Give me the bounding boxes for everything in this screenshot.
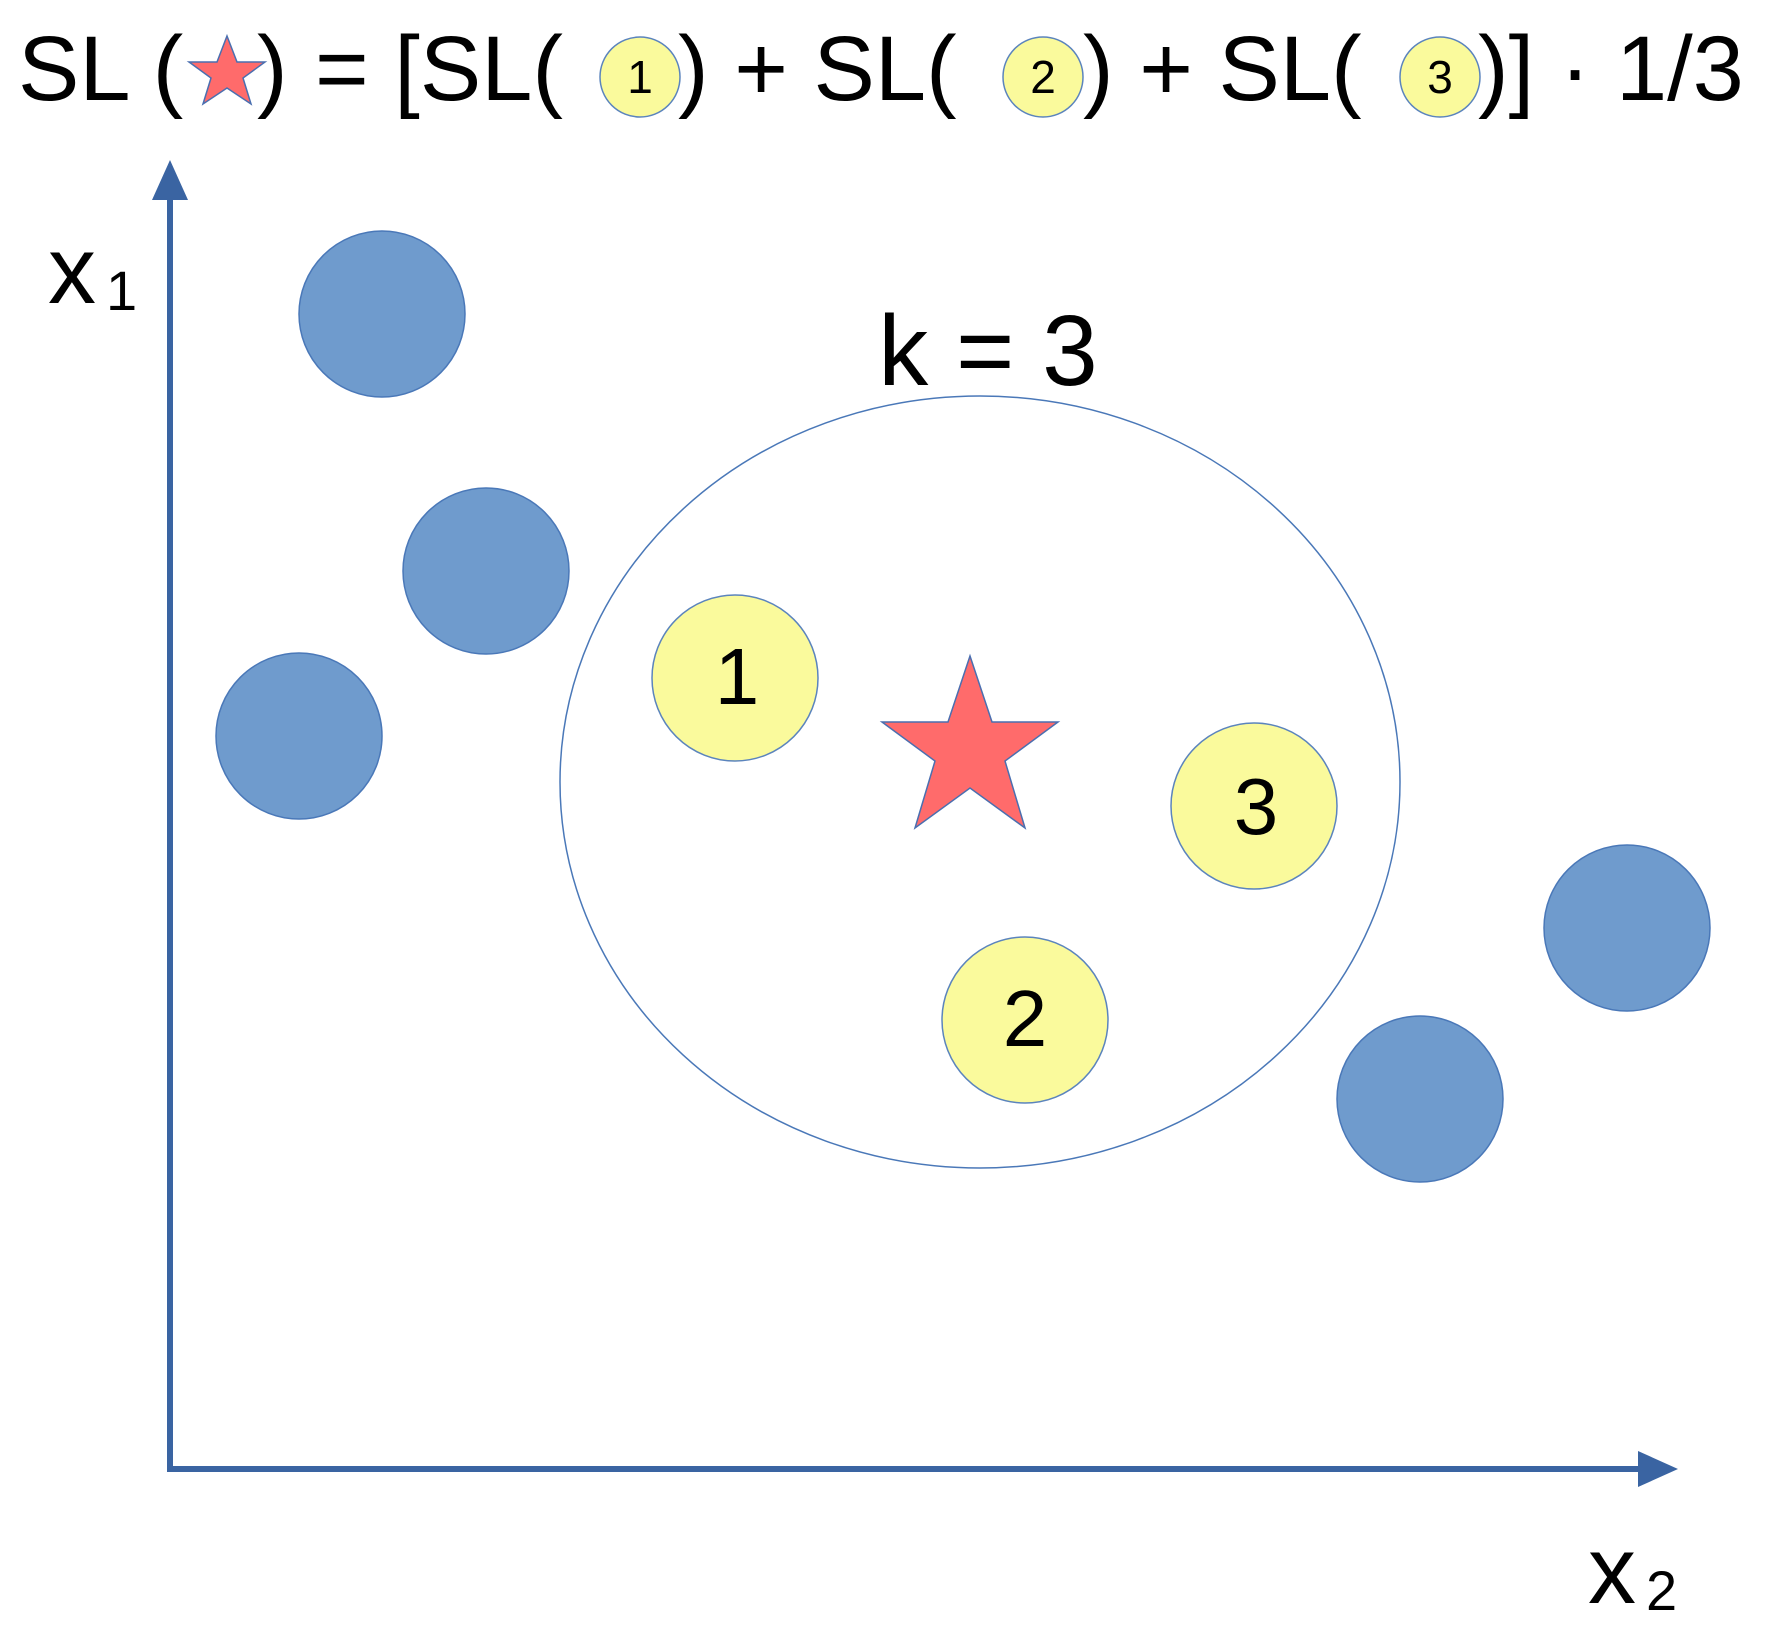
blue-point-circle-icon xyxy=(1336,1015,1504,1183)
neighborhood-ellipse xyxy=(559,395,1401,1169)
neighbor-2: 2 xyxy=(941,936,1109,1104)
neighbor-3: 3 xyxy=(1170,722,1338,890)
formula-neighbor-2-label: 2 xyxy=(1030,51,1056,103)
axes: x 1 x 2 xyxy=(48,160,1678,1624)
formula-neighbor-1-icon xyxy=(599,36,681,118)
x-axis-label-subscript: 2 xyxy=(1646,1559,1677,1622)
formula-lhs-close: ) xyxy=(257,18,288,120)
formula-neighbor-3-label: 3 xyxy=(1427,51,1453,103)
neighbor-1-label: 1 xyxy=(715,632,760,721)
query-point-star-icon xyxy=(879,653,1061,830)
blue-point-circle-icon xyxy=(402,487,570,655)
formula-neighbor-3-icon xyxy=(1399,36,1481,118)
x-axis-label: x xyxy=(1588,1517,1636,1624)
neighbor-3-circle-icon xyxy=(1170,722,1338,890)
y-axis-arrow-icon xyxy=(152,160,188,200)
blue-point-circle-icon xyxy=(1543,844,1711,1012)
neighbor-3-label: 3 xyxy=(1234,762,1279,851)
neighbor-points: 1 2 3 xyxy=(651,594,1338,1104)
neighbor-2-circle-icon xyxy=(941,936,1109,1104)
formula-plus-2: ) + SL( xyxy=(1083,18,1362,120)
blue-point-circle-icon xyxy=(298,230,466,398)
y-axis-label-subscript: 1 xyxy=(106,259,137,322)
neighbor-1: 1 xyxy=(651,594,819,762)
formula-plus-1: ) + SL( xyxy=(678,18,957,120)
other-points xyxy=(215,230,1711,1183)
neighbor-1-circle-icon xyxy=(651,594,819,762)
formula-equals: = [SL( xyxy=(315,18,563,120)
neighbor-2-label: 2 xyxy=(1003,974,1048,1063)
k-label: k = 3 xyxy=(878,295,1098,407)
formula-neighbor-2-icon xyxy=(1002,36,1084,118)
formula-lhs: SL ( xyxy=(18,18,184,120)
blue-point-circle-icon xyxy=(215,652,383,820)
formula-neighbor-1-label: 1 xyxy=(627,51,653,103)
y-axis-label: x xyxy=(48,217,96,324)
formula: SL ( ) = [SL( 1 ) + SL( 2 ) + SL( 3 )] ·… xyxy=(18,18,1744,120)
formula-tail: )] · 1/3 xyxy=(1478,18,1744,120)
formula-star-icon xyxy=(186,33,268,106)
x-axis-arrow-icon xyxy=(1638,1451,1678,1487)
